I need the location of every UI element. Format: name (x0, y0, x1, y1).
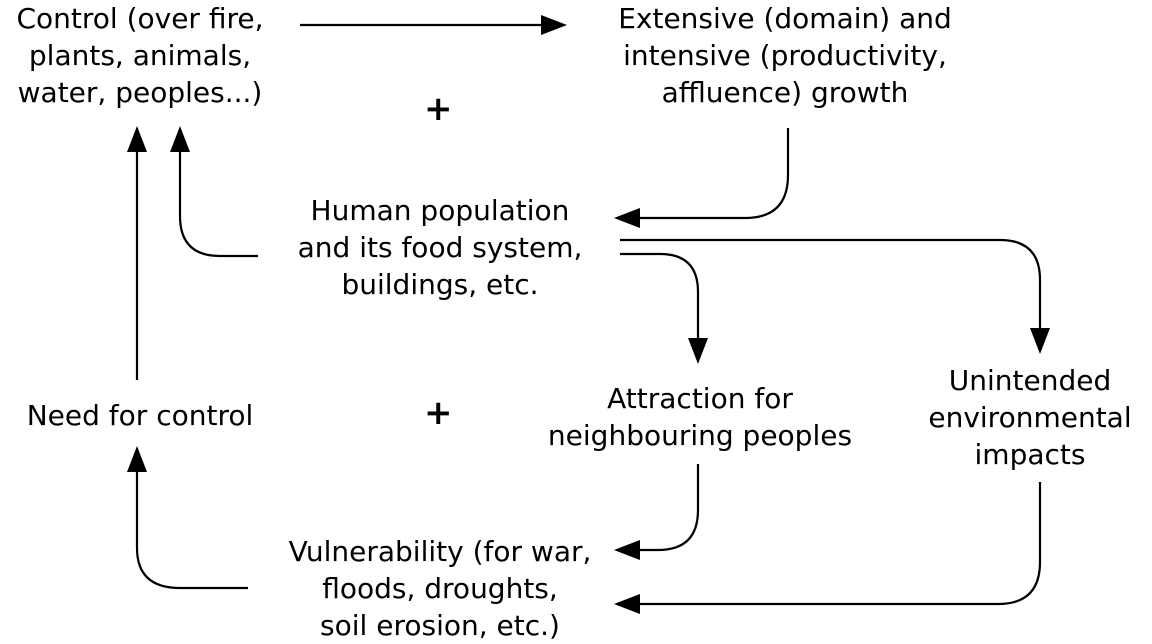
arrowhead-attraction-to-vulnerability (614, 540, 640, 560)
attraction-line-2: neighbouring peoples (547, 419, 853, 452)
arrow-impacts-to-vulnerability (640, 482, 1042, 606)
human-line-1: Human population (310, 194, 570, 227)
plus-sign-middle: + (424, 393, 453, 433)
arrowhead-human-to-impacts (1030, 328, 1050, 354)
plus-sign-top: + (424, 89, 453, 129)
vulnerability-line-2: floods, droughts, (322, 572, 558, 605)
growth-line-1: Extensive (domain) and (618, 2, 952, 35)
impacts-node: Unintended environmental impacts (910, 362, 1150, 473)
impacts-line-1: Unintended (948, 364, 1112, 397)
human-line-2: and its food system, (297, 231, 583, 264)
growth-line-2: intensive (productivity, (623, 39, 947, 72)
vulnerability-line-1: Vulnerability (for war, (288, 535, 592, 568)
arrow-growth-to-human (640, 128, 790, 220)
human-line-3: buildings, etc. (341, 268, 539, 301)
need-for-control-node: Need for control (0, 397, 280, 434)
arrow-human-to-control (178, 152, 258, 258)
arrowhead-impacts-to-vulnerability (614, 594, 640, 614)
arrowhead-growth-to-human (614, 208, 640, 228)
arrowhead-control-to-growth (541, 15, 567, 35)
need-line-1: Need for control (26, 399, 254, 432)
vulnerability-line-3: soil erosion, etc.) (320, 609, 560, 642)
impacts-line-2: environmental (928, 401, 1132, 434)
control-node: Control (over fire, plants, animals, wat… (0, 0, 280, 111)
arrow-vulnerability-to-need (135, 472, 248, 590)
arrow-attraction-to-vulnerability (640, 464, 700, 552)
attraction-node: Attraction for neighbouring peoples (520, 380, 880, 454)
arrow-human-to-impacts (620, 238, 1042, 328)
growth-node: Extensive (domain) and intensive (produc… (570, 0, 1000, 111)
arrowhead-human-to-attraction (688, 338, 708, 364)
impacts-line-3: impacts (974, 438, 1086, 471)
control-line-2: plants, animals, (28, 39, 252, 72)
control-line-3: water, peoples...) (17, 76, 263, 109)
vulnerability-node: Vulnerability (for war, floods, droughts… (250, 533, 630, 644)
arrowhead-human-to-control (170, 126, 190, 152)
arrow-human-to-attraction (620, 252, 700, 338)
control-line-1: Control (over fire, (16, 2, 264, 35)
attraction-line-1: Attraction for (607, 382, 793, 415)
arrowhead-need-to-control (127, 126, 147, 152)
growth-line-3: affluence) growth (661, 76, 909, 109)
human-population-node: Human population and its food system, bu… (260, 192, 620, 303)
arrowhead-vulnerability-to-need (127, 446, 147, 472)
